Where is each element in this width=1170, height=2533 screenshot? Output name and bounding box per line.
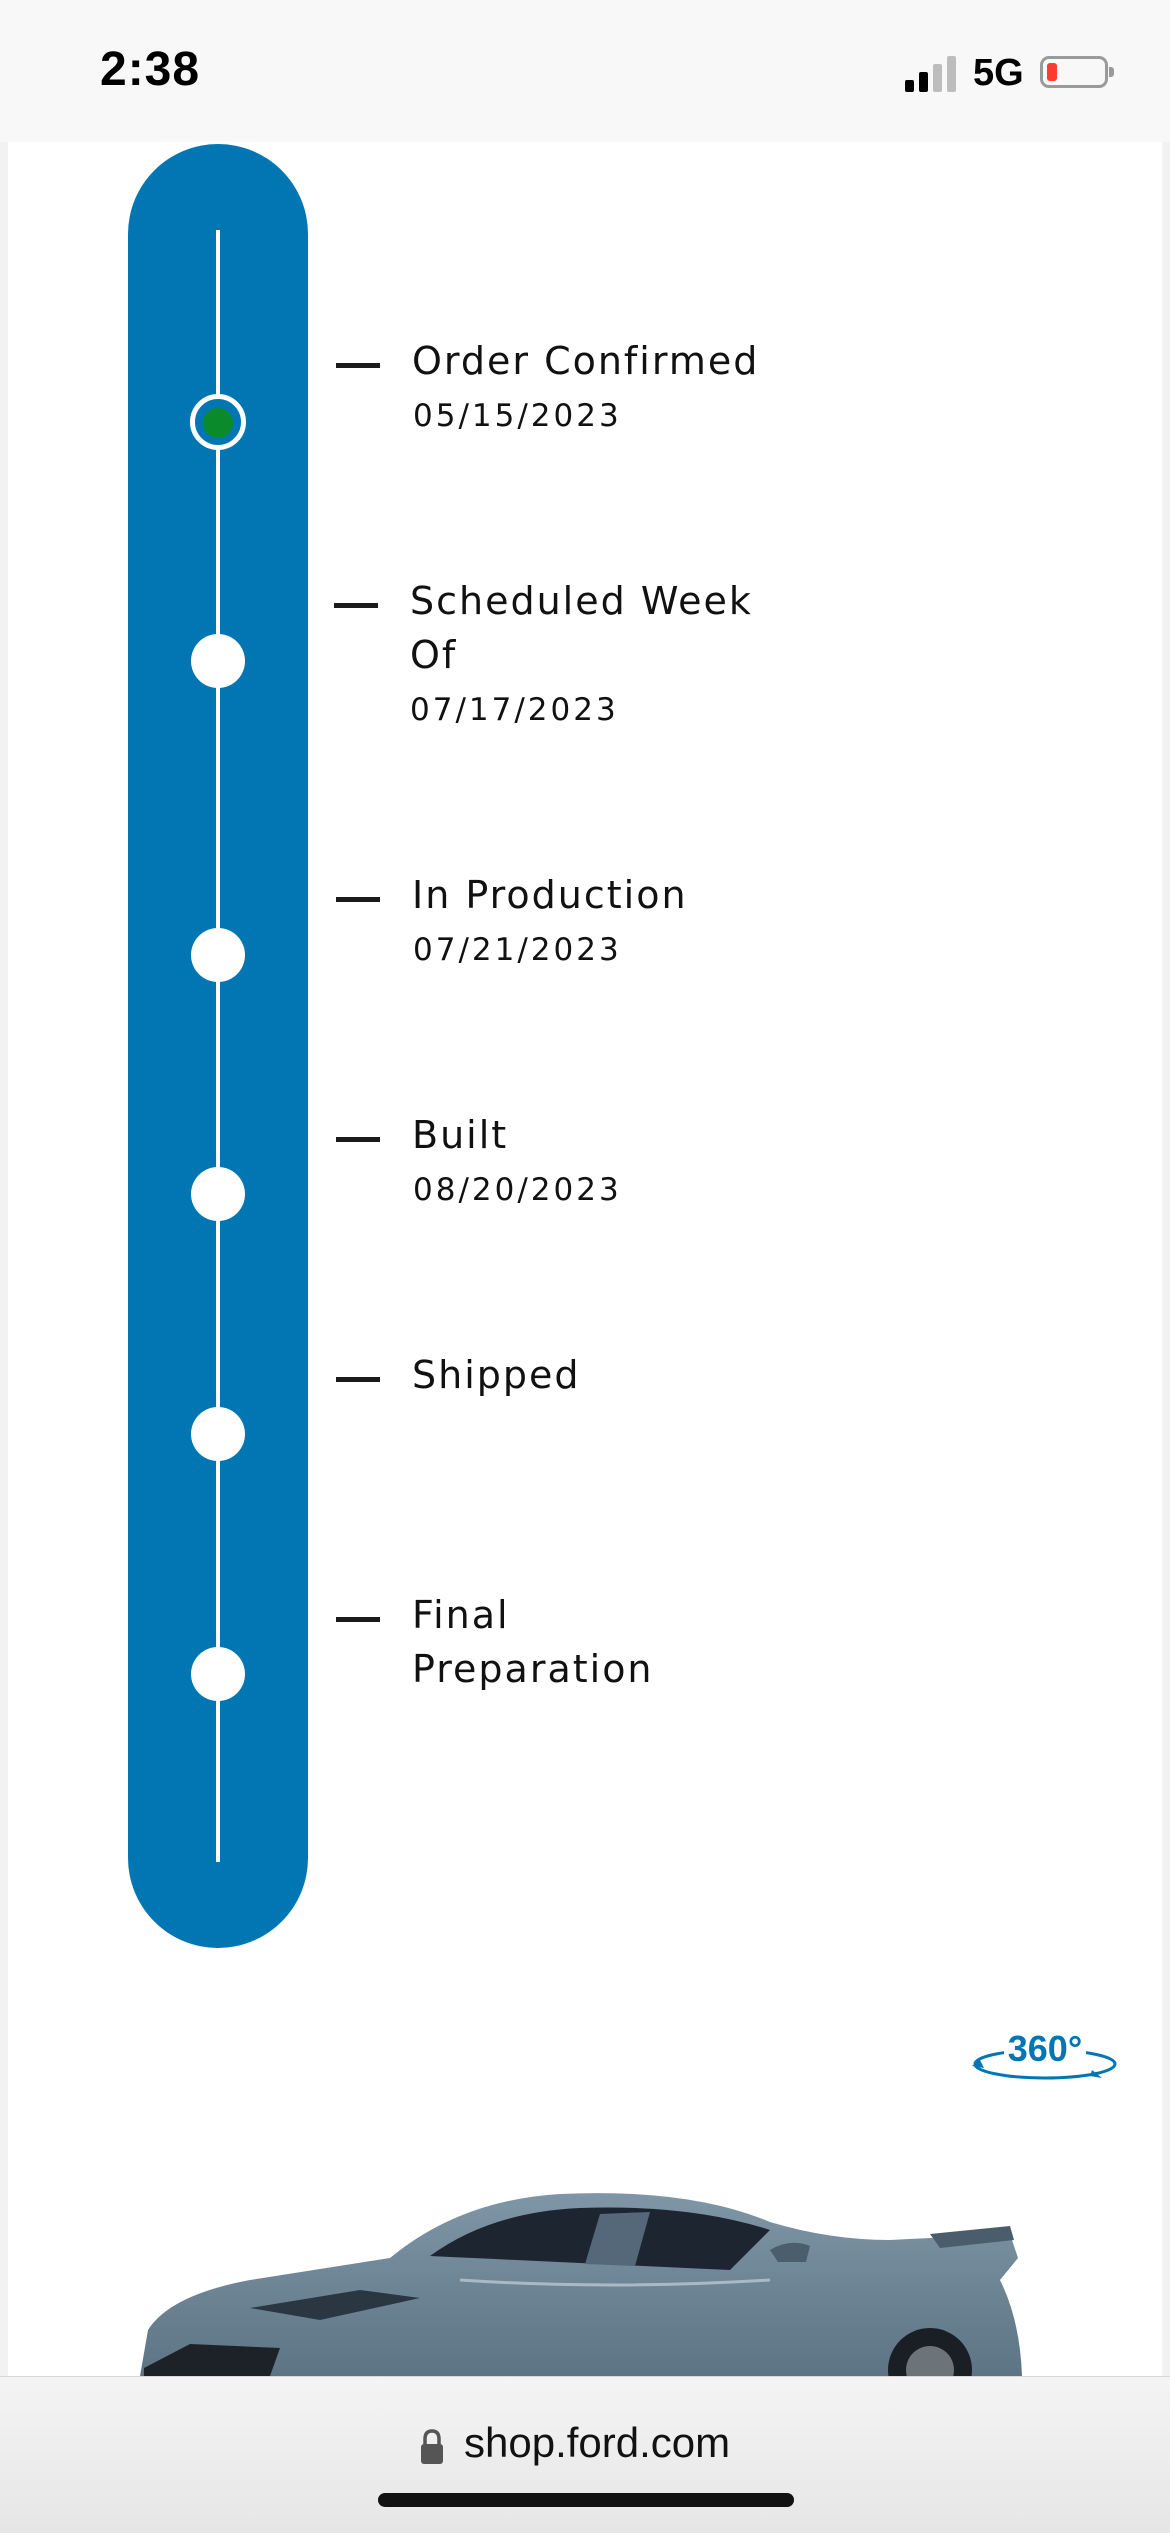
- step-marker-shipped: [191, 1407, 245, 1461]
- rotate-360-button[interactable]: 360°: [970, 2024, 1120, 2090]
- step-label-scheduled: Scheduled Week Of: [410, 579, 753, 677]
- step-marker-built: [191, 1167, 245, 1221]
- rotate-360-label: 360°: [1008, 2028, 1082, 2069]
- timeline-line: [216, 230, 220, 1862]
- step-dash: [336, 1377, 380, 1382]
- step-dash: [336, 897, 380, 902]
- step-date-scheduled: 07/17/2023: [410, 692, 619, 728]
- step-dash: [336, 363, 380, 368]
- step-marker-scheduled: [191, 634, 245, 688]
- lock-icon: [421, 2429, 443, 2464]
- step-date-order-confirmed: 05/15/2023: [413, 398, 622, 434]
- step-label-built: Built: [412, 1113, 509, 1157]
- status-time: 2:38: [100, 43, 201, 96]
- step-dash: [336, 1617, 380, 1622]
- browser-url[interactable]: shop.ford.com: [464, 2419, 731, 2466]
- home-indicator[interactable]: [378, 2493, 794, 2507]
- step-marker-final-preparation: [191, 1647, 245, 1701]
- step-dash: [336, 1137, 380, 1142]
- browser-address-bar[interactable]: shop.ford.com: [0, 2376, 1170, 2533]
- page-edge: [1162, 142, 1170, 2376]
- step-dash: [334, 603, 378, 608]
- rotate-360-icon: 360°: [972, 2028, 1117, 2080]
- step-label-order-confirmed: Order Confirmed: [412, 339, 760, 383]
- step-label-final-preparation: Final Preparation: [412, 1593, 654, 1691]
- step-marker-in-production: [191, 928, 245, 982]
- step-label-in-production: In Production: [412, 873, 688, 917]
- step-marker-order-confirmed: [190, 394, 246, 450]
- network-type: 5G: [973, 52, 1024, 94]
- cellular-signal-icon: [905, 54, 959, 92]
- battery-icon: [1040, 56, 1114, 88]
- step-label-shipped: Shipped: [412, 1353, 581, 1397]
- status-bar: 2:38 5G: [0, 0, 1170, 142]
- vehicle-photo: [130, 2130, 1050, 2376]
- step-date-built: 08/20/2023: [413, 1172, 622, 1208]
- step-date-in-production: 07/21/2023: [413, 932, 622, 968]
- page-edge: [0, 142, 8, 2376]
